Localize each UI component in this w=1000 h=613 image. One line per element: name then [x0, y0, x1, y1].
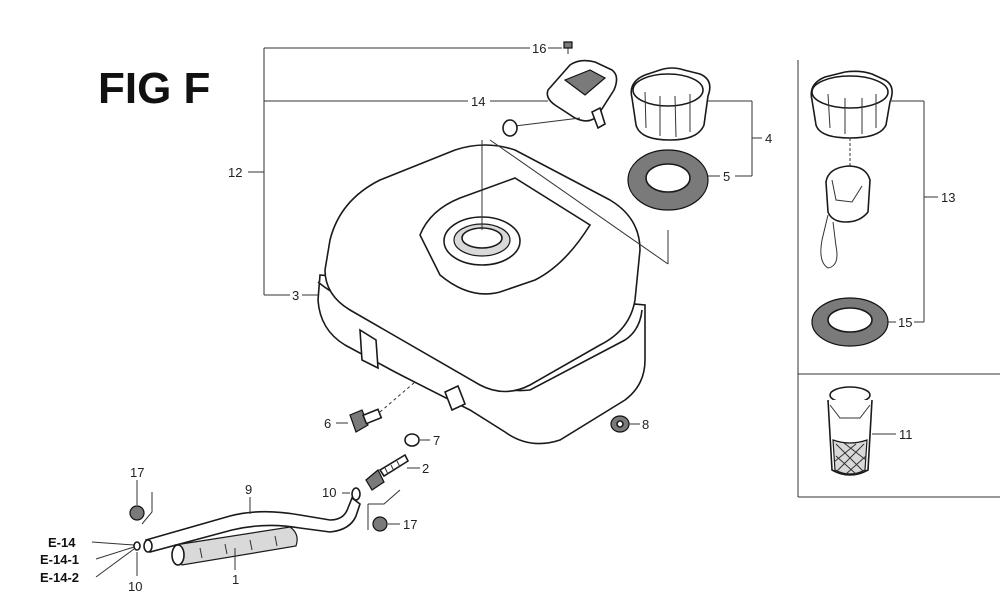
- callout-3: 3: [292, 288, 299, 303]
- ref-e-14-2[interactable]: E-14-2: [40, 570, 79, 585]
- gasket-15: [811, 297, 889, 347]
- cap-assembly: [810, 70, 893, 269]
- callout-14: 14: [471, 94, 485, 109]
- callout-10-upper: 10: [322, 485, 336, 500]
- callout-15: 15: [898, 315, 912, 330]
- washer-7: [404, 433, 420, 447]
- ref-e-14[interactable]: E-14: [48, 535, 76, 550]
- guide-line: [489, 139, 669, 265]
- fuel-hose: [143, 496, 361, 553]
- callout-11: 11: [899, 427, 913, 442]
- clip-10-small: [133, 541, 141, 551]
- clip-17-left: [129, 492, 153, 525]
- callout-8: 8: [642, 417, 649, 432]
- callout-10-lower: 10: [128, 579, 142, 594]
- callout-6: 6: [324, 416, 331, 431]
- nut-8: [610, 415, 630, 433]
- fuel-strainer: [827, 386, 873, 476]
- callout-2: 2: [422, 461, 429, 476]
- callout-5: 5: [723, 169, 730, 184]
- callout-17-left: 17: [130, 465, 144, 480]
- callout-1: 1: [232, 572, 239, 587]
- figure-title: FIG F: [98, 64, 210, 113]
- clip-17-right: [367, 489, 401, 532]
- fuel-cap: [630, 67, 711, 141]
- cap-gasket: [627, 149, 709, 211]
- callout-16: 16: [532, 41, 546, 56]
- callout-17-right: 17: [403, 517, 417, 532]
- callout-4: 4: [765, 131, 772, 146]
- bolt-16: [563, 41, 573, 54]
- leader-lines: [91, 47, 938, 578]
- callout-13: 13: [941, 190, 955, 205]
- callout-9: 9: [245, 482, 252, 497]
- fuel-hose-short: [171, 526, 298, 566]
- callout-7: 7: [433, 433, 440, 448]
- fuel-cock: [365, 453, 410, 491]
- side-panel-border: [797, 60, 1000, 498]
- callout-12: 12: [228, 165, 242, 180]
- fuel-tank: [317, 144, 646, 445]
- ref-e-14-1[interactable]: E-14-1: [40, 552, 79, 567]
- fuel-gauge: [502, 59, 618, 137]
- drain-bolt: [349, 408, 383, 433]
